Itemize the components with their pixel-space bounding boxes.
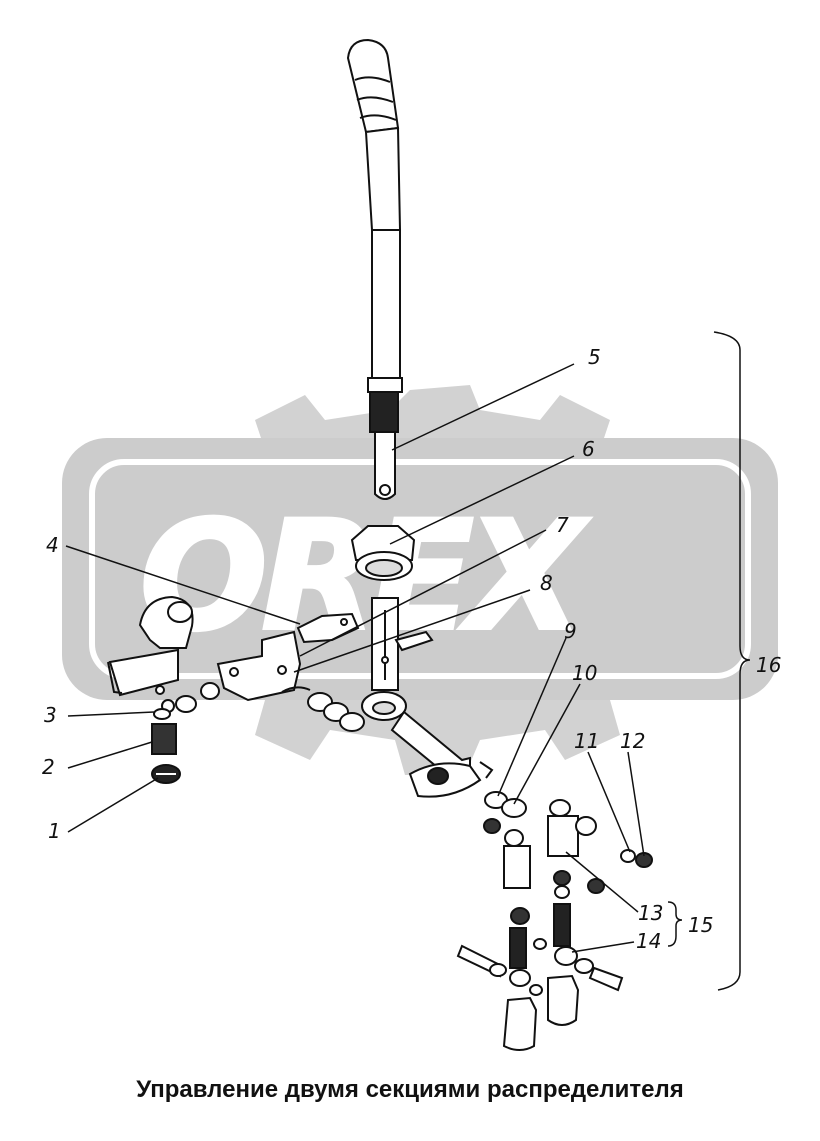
callout-9: 9: [564, 619, 577, 643]
callout-2: 2: [42, 755, 55, 779]
callout-8: 8: [540, 571, 553, 595]
bracket-assembly: [107, 595, 365, 732]
callout-11: 11: [574, 729, 599, 753]
spring-set: [151, 708, 181, 784]
watermark-logo: OREX: [62, 385, 778, 775]
watermark-plate: [62, 438, 778, 700]
callout-1: 1: [48, 819, 61, 843]
callout-10: 10: [572, 661, 597, 685]
leader-lines: [65, 331, 751, 991]
watermark-plate-inner: [89, 459, 751, 679]
callout-14: 14: [636, 929, 661, 953]
callout-6: 6: [582, 437, 595, 461]
right-hardware: [456, 791, 653, 1051]
callout-16: 16: [756, 653, 781, 677]
callout-7: 7: [556, 513, 569, 537]
callout-13: 13: [638, 901, 663, 925]
callout-12: 12: [620, 729, 645, 753]
callout-15: 15: [688, 913, 713, 937]
knob-part-6: [350, 525, 416, 581]
callout-4: 4: [46, 533, 59, 557]
callout-5: 5: [588, 345, 601, 369]
callout-labels: 1 2 3 4 5 6 7 8 9 10 11 12 13 14 15 16: [42, 345, 781, 953]
shift-column: [361, 597, 494, 798]
control-lever: [346, 38, 403, 500]
diagram-caption: Управление двумя секциями распределителя: [136, 1076, 684, 1103]
callout-3: 3: [44, 703, 57, 727]
